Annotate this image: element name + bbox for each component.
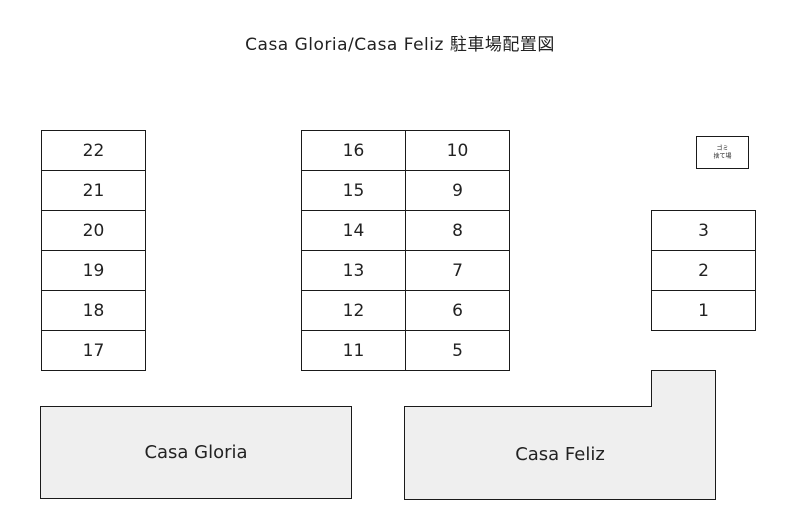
parking-slot: 16 bbox=[301, 130, 406, 171]
trash-label-line2: 捨て場 bbox=[713, 152, 732, 160]
building-label-gloria: Casa Gloria bbox=[144, 442, 248, 463]
parking-slot: 6 bbox=[405, 290, 510, 331]
parking-slot: 15 bbox=[301, 170, 406, 211]
parking-slot: 13 bbox=[301, 250, 406, 291]
parking-slot: 11 bbox=[301, 330, 406, 371]
parking-slot: 3 bbox=[651, 210, 756, 251]
parking-slot: 17 bbox=[41, 330, 146, 371]
parking-slot: 14 bbox=[301, 210, 406, 251]
parking-slot: 2 bbox=[651, 250, 756, 291]
building-casa-gloria: Casa Gloria bbox=[40, 406, 352, 499]
parking-slot: 9 bbox=[405, 170, 510, 211]
building-label-feliz: Casa Feliz bbox=[515, 443, 605, 465]
parking-slot: 18 bbox=[41, 290, 146, 331]
parking-slot: 21 bbox=[41, 170, 146, 211]
parking-slot: 5 bbox=[405, 330, 510, 371]
parking-slot: 8 bbox=[405, 210, 510, 251]
parking-slot: 12 bbox=[301, 290, 406, 331]
parking-slot: 10 bbox=[405, 130, 510, 171]
parking-slot: 22 bbox=[41, 130, 146, 171]
page-title: Casa Gloria/Casa Feliz 駐車場配置図 bbox=[245, 35, 555, 55]
trash-label-line1: ゴミ bbox=[716, 144, 729, 152]
parking-slot: 19 bbox=[41, 250, 146, 291]
trash-area: ゴミ 捨て場 bbox=[696, 136, 749, 169]
parking-slot: 20 bbox=[41, 210, 146, 251]
building-casa-feliz-outline bbox=[404, 370, 716, 500]
parking-slot: 7 bbox=[405, 250, 510, 291]
parking-slot: 1 bbox=[651, 290, 756, 331]
